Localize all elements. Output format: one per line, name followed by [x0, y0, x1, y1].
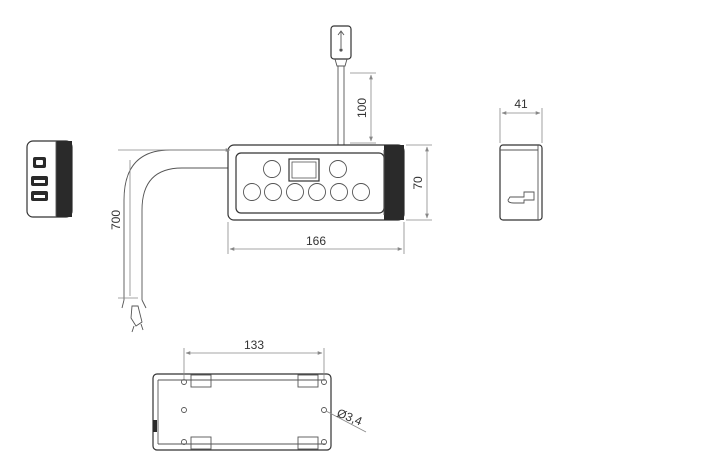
- left-side-view: [26, 140, 73, 218]
- usb-plug-icon: [337, 30, 345, 52]
- dim-700-label: 700: [109, 210, 123, 230]
- dimension-width: 166: [227, 222, 405, 254]
- dimension-hole-spacing: 133: [183, 338, 325, 380]
- dim-diameter-label: Ø3,4: [335, 406, 365, 429]
- dimension-height: 70: [406, 144, 432, 221]
- dimension-depth: 41: [499, 97, 543, 143]
- dim-133-label: 133: [244, 338, 264, 352]
- dim-166-label: 166: [306, 234, 326, 248]
- cable-end: [121, 299, 147, 333]
- dimension-hole-diameter: Ø3,4: [325, 406, 367, 433]
- dimension-cable: 700: [109, 148, 231, 299]
- button-icon: [33, 157, 46, 168]
- button-icon: [243, 160, 370, 201]
- display-icon: [288, 158, 320, 182]
- bottom-view: [152, 373, 332, 451]
- usb-plug: [330, 25, 352, 146]
- main-front-view: [121, 144, 405, 333]
- right-side-view: [499, 144, 543, 221]
- dim-70-label: 70: [411, 176, 425, 190]
- dimension-usb-cable: 100: [350, 72, 376, 144]
- dim-100-label: 100: [355, 98, 369, 118]
- usb-port-icon: [31, 176, 48, 201]
- dim-41-label: 41: [514, 97, 528, 111]
